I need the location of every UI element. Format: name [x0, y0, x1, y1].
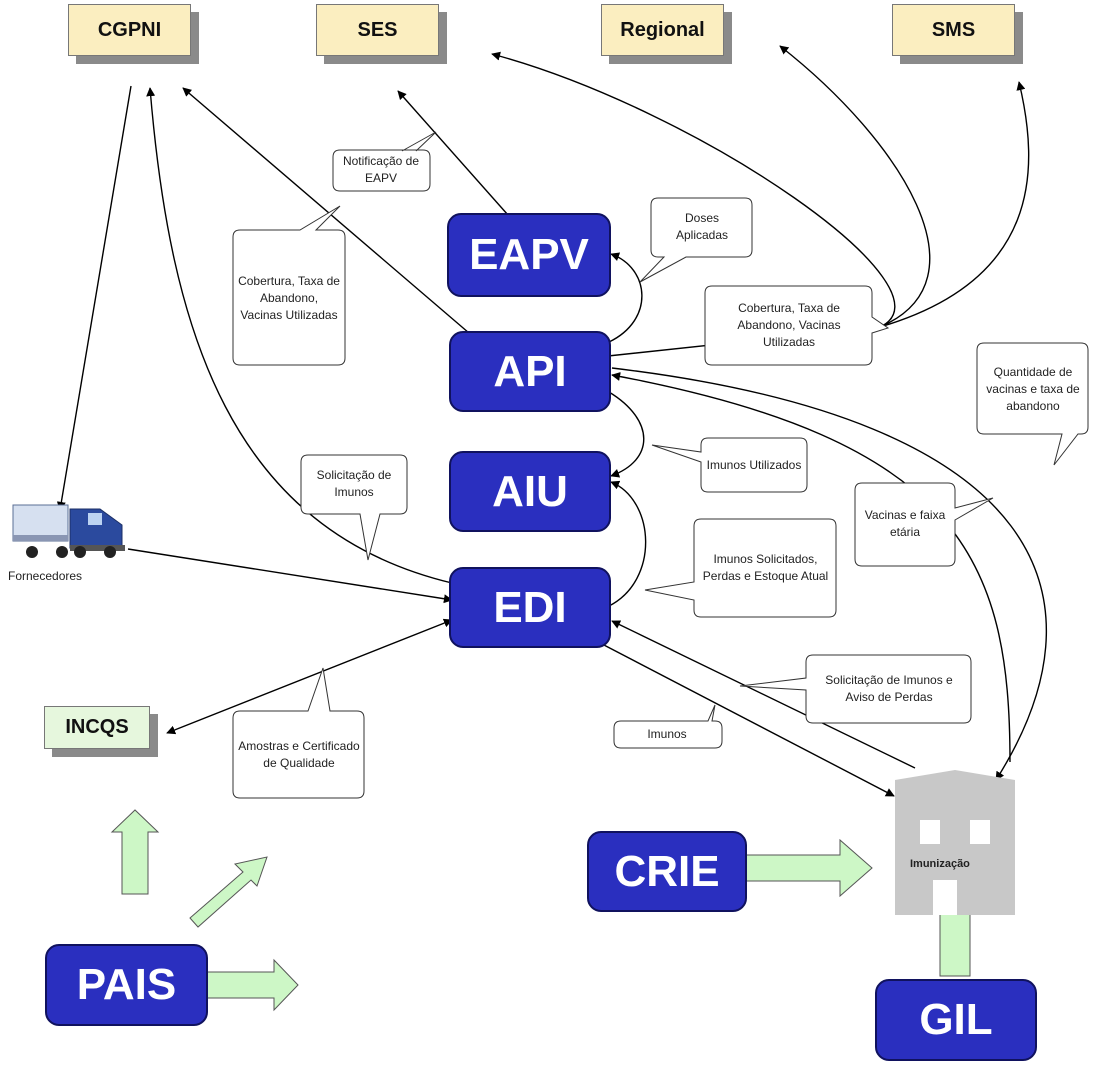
callout-amostras-text: Amostras e Certificado de Qualidade [238, 739, 360, 770]
system-aiu: AIU [449, 451, 611, 532]
pais-up-arrow [110, 809, 160, 895]
truck-icon [12, 504, 125, 558]
imunizacao-label: Imunização [910, 858, 970, 870]
callout-vacinas-faixa [854, 482, 994, 567]
imunizacao-building [895, 770, 1015, 915]
pais-right-arrow [204, 958, 299, 1012]
arrow-api-ses [491, 51, 896, 357]
arrow-edi-building [601, 643, 895, 797]
box-cgpni: CGPNI [68, 4, 191, 56]
system-eapv: EAPV [447, 213, 611, 297]
callout-cobertura-left [232, 205, 346, 366]
crie-right-arrow [745, 838, 873, 898]
arrow-eapv-ses [397, 90, 509, 216]
system-edi: EDI [449, 567, 611, 648]
arrow-api-eapv-curve [608, 252, 643, 343]
system-pais: PAIS [45, 944, 208, 1026]
callout-cobertura-right [704, 285, 890, 366]
arrow-edi-incqs [166, 618, 453, 735]
arrow-api-aiu-curve [608, 391, 645, 478]
arrow-api-sms [879, 81, 1030, 328]
callout-notificacao-text: Notificação de EAPV [342, 154, 420, 185]
callout-doses [639, 197, 753, 283]
box-regional: Regional [601, 4, 724, 56]
callout-imunos-utilizados [651, 437, 808, 493]
box-sms: SMS [892, 4, 1015, 56]
box-incqs: INCQS [44, 706, 150, 749]
callout-solicitacao [300, 454, 408, 561]
system-gil: GIL [875, 979, 1037, 1061]
arrow-fornecedores-edi [127, 548, 453, 604]
arrow-api-building [611, 367, 1047, 781]
callout-cobertura-right-text: Cobertura, Taxa de Abandono, Vacinas Uti… [737, 300, 841, 349]
callout-imunos [613, 704, 723, 749]
callout-notificacao [332, 131, 437, 192]
callout-imunos-text: Imunos [647, 727, 687, 741]
arrow-edi-aiu-curve [608, 480, 647, 607]
box-ses: SES [316, 4, 439, 56]
callout-solicitacao-aviso [739, 654, 972, 724]
callout-cobertura-left-text: Cobertura, Taxa de Abandono, Vacinas Uti… [238, 273, 340, 322]
arrow-cgpni-fornecedores [56, 85, 132, 511]
callout-imunos-solicitados [644, 518, 837, 618]
system-crie: CRIE [587, 831, 747, 912]
callout-vacinas-faixa-text: Vacinas e faixa etária [864, 508, 946, 539]
arrow-api-cgpni [182, 87, 484, 346]
pais-diagonal-arrow [189, 856, 268, 928]
callout-quantidade [976, 342, 1089, 466]
callout-imunos-utilizados-text: Imunos Utilizados [706, 457, 802, 472]
callout-imunos-solicitados-text: Imunos Solicitados, Perdas e Estoque Atu… [702, 552, 829, 583]
callout-quantidade-text: Quantidade de vacinas e taxa de abandono [986, 364, 1080, 413]
callout-solicitacao-text: Solicitação de Imunos [316, 468, 392, 499]
system-api: API [449, 331, 611, 412]
arrow-building-edi [611, 620, 916, 769]
callout-solicitacao-aviso-text: Solicitação de Imunos e Aviso de Perdas [825, 673, 953, 704]
callout-doses-text: Doses Aplicadas [675, 211, 729, 242]
arrow-api-regional [779, 45, 931, 328]
fornecedores-label: Fornecedores [8, 569, 83, 583]
callout-amostras [232, 667, 365, 799]
